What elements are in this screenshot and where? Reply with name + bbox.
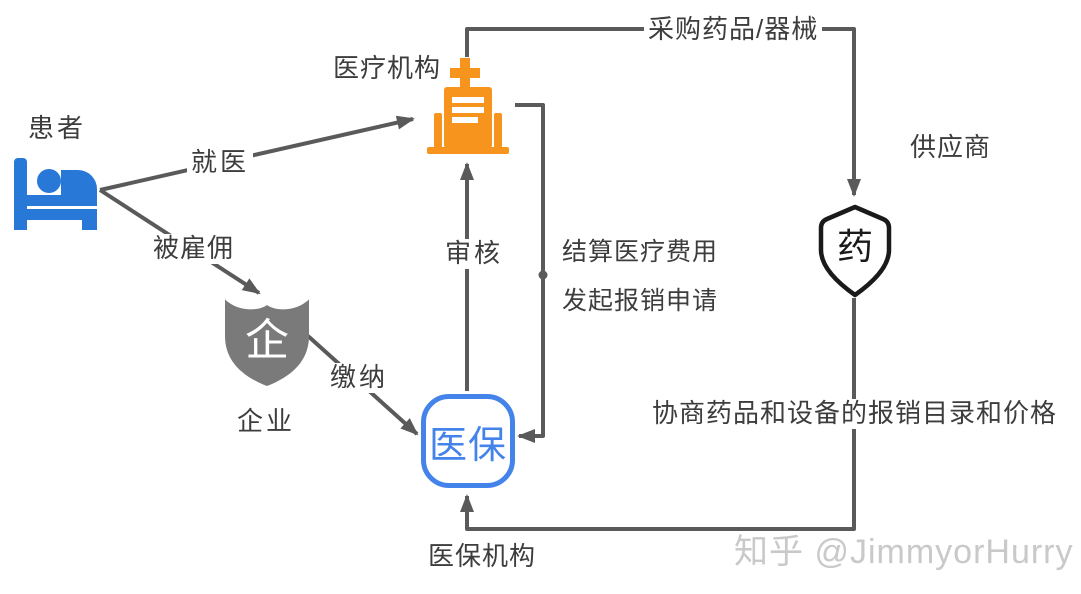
medicine-shield-char: 药 xyxy=(837,226,873,267)
edge-procure-label: 采购药品/器械 xyxy=(644,14,823,45)
enterprise-shield-shape xyxy=(225,299,309,386)
enterprise-shield-icon: 企 xyxy=(225,299,309,386)
edge-employed-by-label: 被雇佣 xyxy=(149,233,239,264)
patient-bed-icon xyxy=(14,158,97,230)
edge-review-label: 审核 xyxy=(441,238,508,269)
hospital-windows xyxy=(452,97,484,123)
medical-insurance-label: 医保 xyxy=(428,424,507,467)
junction-dot xyxy=(538,270,548,280)
medical-cross-icon xyxy=(450,58,480,88)
edge-seek-treatment-label: 就医 xyxy=(187,147,254,178)
insurance-caption: 医保机构 xyxy=(424,541,541,572)
watermark: 知乎 @JimmyorHurry xyxy=(734,533,1074,571)
edge-negotiate-label: 协商药品和设备的报销目录和价格 xyxy=(648,398,1062,429)
supplier-label: 供应商 xyxy=(906,132,996,163)
medicine-shield-shape xyxy=(818,204,892,298)
patient-label: 患者 xyxy=(24,113,91,144)
medicine-shield-icon: 药 xyxy=(818,204,892,298)
edge-settle-label-line2: 发起报销申请 xyxy=(558,287,723,316)
bed-shape xyxy=(14,158,97,230)
edge-seek-treatment-line xyxy=(99,115,415,192)
medical-institution-label: 医疗机构 xyxy=(329,53,446,84)
edge-settle-line xyxy=(515,103,545,443)
node-medical-insurance: 医保 xyxy=(421,394,515,488)
edge-settle-label-line1: 结算医疗费用 xyxy=(558,238,723,267)
enterprise-label: 企业 xyxy=(233,406,300,437)
enterprise-shield-char: 企 xyxy=(245,316,289,365)
edge-pay-premium-label: 缴纳 xyxy=(326,362,393,393)
hospital-building-icon xyxy=(427,58,509,154)
edge-procure-line xyxy=(465,27,861,197)
